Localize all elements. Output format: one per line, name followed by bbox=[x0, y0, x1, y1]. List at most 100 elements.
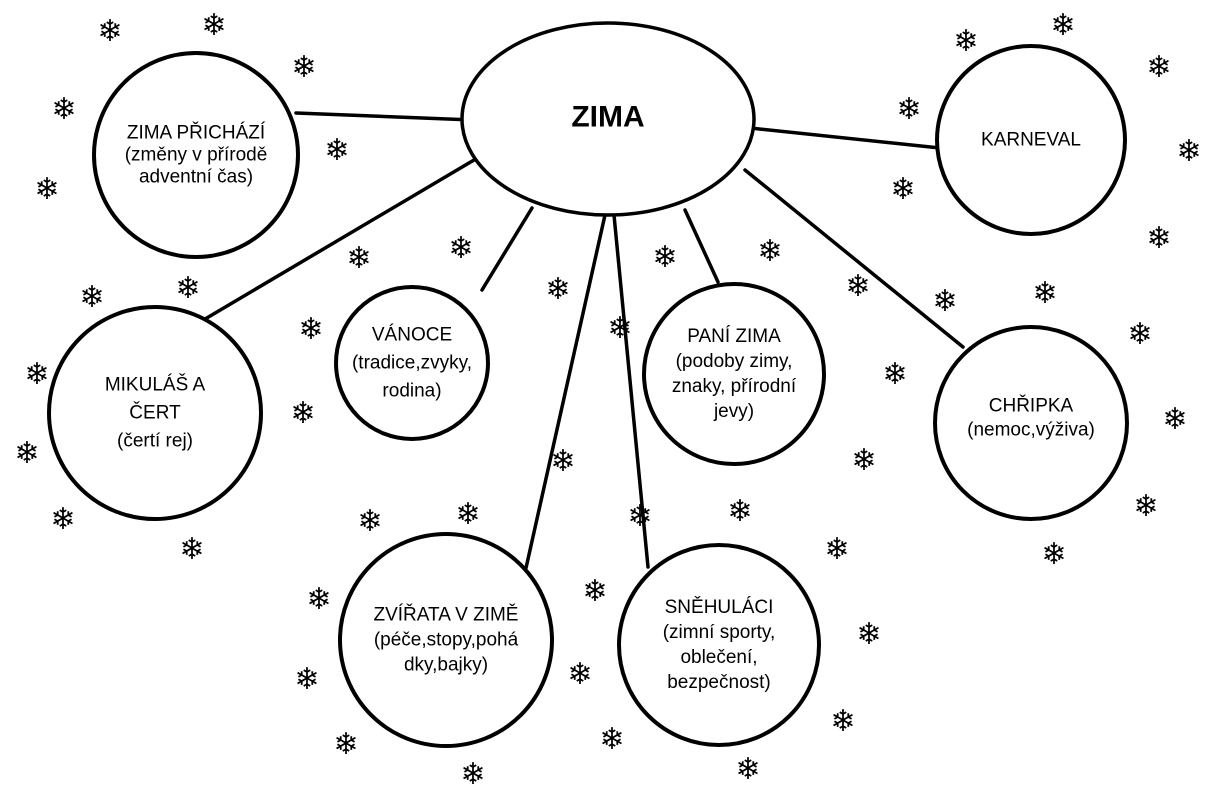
node-circle bbox=[47, 305, 263, 521]
snowflake-icon: ❄ bbox=[652, 240, 677, 275]
snowflake-icon: ❄ bbox=[545, 272, 570, 307]
node-label-line: bezpečnost) bbox=[667, 672, 771, 693]
snowflake-icon: ❄ bbox=[179, 532, 204, 567]
snowflake-icon: ❄ bbox=[851, 443, 876, 478]
node-circle bbox=[933, 325, 1129, 521]
node-label-line: dky,bajky) bbox=[404, 655, 488, 676]
node-circle bbox=[92, 51, 300, 259]
snowflake-icon: ❄ bbox=[727, 494, 752, 529]
node-label-line: ZVÍŘATA V ZIMĚ bbox=[374, 604, 519, 626]
connector-chripka bbox=[743, 168, 965, 349]
node-label-line: (tradice,zvyky, bbox=[352, 353, 472, 374]
node-label-line: PANÍ ZIMA bbox=[687, 326, 781, 347]
snowflake-icon: ❄ bbox=[306, 582, 331, 617]
snowflake-icon: ❄ bbox=[599, 722, 624, 757]
snowflake-icon: ❄ bbox=[1146, 50, 1171, 85]
snowflake-icon: ❄ bbox=[1127, 317, 1152, 352]
node-layer: ZIMA ZIMA PŘICHÁZÍ(změny v příroděadventn… bbox=[47, 21, 1129, 748]
node-label-line: CHŘIPKA bbox=[989, 395, 1074, 417]
snowflake-icon: ❄ bbox=[455, 497, 480, 532]
snowflake-icon: ❄ bbox=[896, 92, 921, 127]
node-label-line: (zimní sporty, bbox=[663, 622, 776, 643]
connector-layer bbox=[198, 111, 965, 570]
snowflake-icon: ❄ bbox=[890, 172, 915, 207]
snowflake-icon: ❄ bbox=[448, 231, 473, 266]
connector-vanoce bbox=[480, 206, 534, 292]
snowflake-icon: ❄ bbox=[1176, 134, 1201, 169]
connector-mikulas-a-cert bbox=[198, 158, 476, 324]
node-label-line: KARNEVAL bbox=[981, 130, 1081, 151]
snowflake-icon: ❄ bbox=[324, 133, 349, 168]
node-circle bbox=[617, 543, 821, 747]
snowflake-icon: ❄ bbox=[882, 357, 907, 392]
node-circle bbox=[334, 285, 490, 441]
snowflake-icon: ❄ bbox=[830, 704, 855, 739]
connector-zima-prichazi bbox=[294, 111, 475, 122]
node-label-line: oblečení, bbox=[680, 647, 757, 668]
node-label-line: (péče,stopy,pohá bbox=[374, 630, 519, 651]
snowflake-icon: ❄ bbox=[567, 657, 592, 692]
snowflake-decoration-layer: ❄❄❄❄❄❄❄❄❄❄❄❄❄❄❄❄❄❄❄❄❄❄❄❄❄❄❄❄❄❄❄❄❄❄❄❄❄❄❄❄… bbox=[14, 8, 1201, 792]
center-node-zima: ZIMA bbox=[460, 21, 756, 217]
snowflake-icon: ❄ bbox=[1032, 276, 1057, 311]
node-label-line: ZIMA PŘICHÁZÍ bbox=[127, 122, 266, 144]
snowflake-icon: ❄ bbox=[932, 284, 957, 319]
connector-zvirata-v-zime bbox=[524, 213, 607, 570]
node-snehulaci: SNĚHULÁCI (zimní sporty, oblečení, bezpečno… bbox=[617, 543, 821, 747]
node-circle bbox=[642, 282, 826, 466]
snowflake-icon: ❄ bbox=[50, 502, 75, 537]
snowflake-icon: ❄ bbox=[79, 280, 104, 315]
snowflake-icon: ❄ bbox=[298, 312, 323, 347]
snowflake-icon: ❄ bbox=[294, 662, 319, 697]
snowflake-icon: ❄ bbox=[14, 436, 39, 471]
snowflake-icon: ❄ bbox=[24, 357, 49, 392]
snowflake-icon: ❄ bbox=[97, 14, 122, 49]
snowflake-icon: ❄ bbox=[357, 504, 382, 539]
snowflake-icon: ❄ bbox=[550, 444, 575, 479]
node-label-line: (čertí rej) bbox=[117, 431, 193, 452]
node-karneval: KARNEVAL bbox=[935, 44, 1127, 236]
snowflake-icon: ❄ bbox=[291, 50, 316, 85]
node-circle bbox=[338, 532, 554, 748]
node-label-line: rodina) bbox=[382, 381, 441, 402]
snowflake-icon: ❄ bbox=[582, 574, 607, 609]
snowflake-icon: ❄ bbox=[1133, 489, 1158, 524]
snowflake-icon: ❄ bbox=[1162, 402, 1187, 437]
node-zvirata-v-zime: ZVÍŘATA V ZIMĚ (péče,stopy,pohá dky,bajky) bbox=[338, 532, 554, 748]
node-chripka: CHŘIPKA (nemoc,výživa) bbox=[933, 325, 1129, 521]
node-label-line: VÁNOCE bbox=[372, 325, 452, 346]
snowflake-icon: ❄ bbox=[175, 271, 200, 306]
snowflake-icon: ❄ bbox=[290, 396, 315, 431]
snowflake-icon: ❄ bbox=[201, 8, 226, 43]
snowflake-icon: ❄ bbox=[1050, 8, 1075, 43]
snowflake-icon: ❄ bbox=[346, 241, 371, 276]
snowflake-icon: ❄ bbox=[845, 269, 870, 304]
snowflake-icon: ❄ bbox=[627, 499, 652, 534]
node-circle bbox=[935, 44, 1127, 236]
node-label-line: (změny v přírodě bbox=[125, 145, 268, 166]
node-label-line: adventní čas) bbox=[139, 167, 253, 188]
node-pani-zima: PANÍ ZIMA(podoby zimy,znaky, přírodníjev… bbox=[642, 282, 826, 466]
snowflake-icon: ❄ bbox=[824, 532, 849, 567]
node-label-line: (nemoc,výživa) bbox=[967, 420, 1095, 441]
node-label-line: jevy) bbox=[713, 401, 754, 422]
snowflake-icon: ❄ bbox=[757, 234, 782, 269]
snowflake-icon: ❄ bbox=[607, 311, 632, 346]
snowflake-icon: ❄ bbox=[333, 727, 358, 762]
center-ellipse bbox=[460, 21, 756, 217]
snowflake-icon: ❄ bbox=[51, 92, 76, 127]
snowflake-icon: ❄ bbox=[1146, 221, 1171, 256]
snowflake-icon: ❄ bbox=[735, 752, 760, 787]
node-label-line: SNĚHULÁCI bbox=[665, 596, 774, 618]
node-label-line: MIKULÁŠ A bbox=[105, 374, 206, 396]
node-label-line: ZIMA bbox=[571, 101, 644, 134]
node-mikulas-a-cert: MIKULÁŠ A ČERT (čertí rej) bbox=[47, 305, 263, 521]
connector-karneval bbox=[748, 126, 942, 150]
connector-pani-zima bbox=[683, 208, 720, 284]
node-label-line: ČERT bbox=[129, 402, 181, 424]
connector-snehulaci bbox=[612, 213, 650, 569]
snowflake-icon: ❄ bbox=[856, 617, 881, 652]
snowflake-icon: ❄ bbox=[34, 172, 59, 207]
